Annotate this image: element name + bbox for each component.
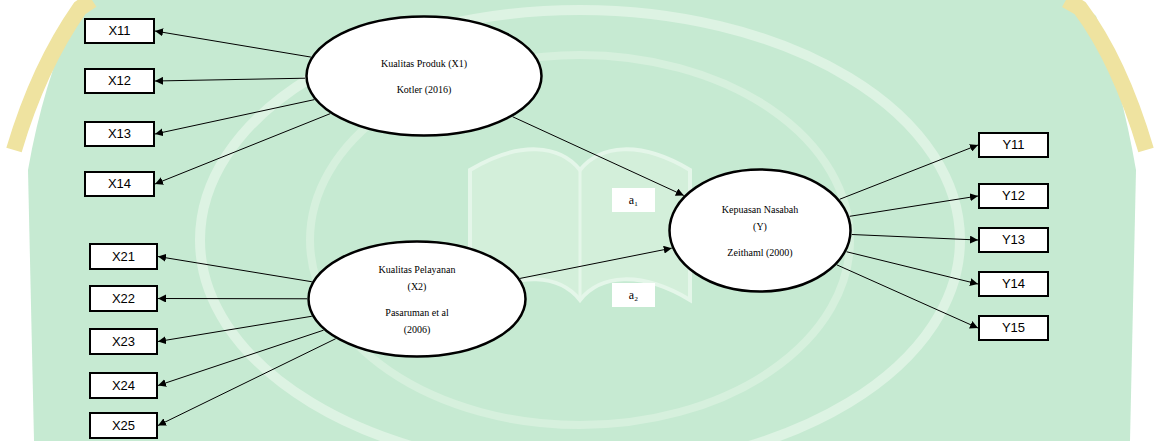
- construct-name: Kualitas Produk (X1): [349, 55, 499, 72]
- indicator-label: X13: [108, 126, 131, 142]
- indicator-box: X25: [89, 412, 158, 439]
- watermark-shield: [28, 0, 1136, 441]
- indicator-box: X11: [84, 18, 155, 44]
- construct-ellipse: Kepuasan Nasabah (Y) Zeithaml (2000): [668, 168, 852, 293]
- construct-ellipse: Kualitas Produk (X1) Kotler (2016): [305, 15, 543, 137]
- indicator-box: Y13: [978, 227, 1049, 253]
- path-arrow: [840, 145, 978, 199]
- watermark-band: [14, 0, 92, 150]
- path-arrow: [850, 196, 978, 216]
- watermark-wreath: [200, 10, 960, 441]
- indicator-box: X24: [89, 372, 158, 399]
- path-arrow: [847, 252, 978, 284]
- construct-source: Zeithaml (2000): [718, 244, 802, 261]
- construct-source: Pasaruman et al (2006): [375, 304, 459, 338]
- indicator-label: Y14: [1002, 276, 1025, 292]
- indicator-label: X24: [112, 378, 135, 394]
- path-arrow: [513, 117, 684, 196]
- indicator-label: X22: [112, 291, 135, 307]
- path-arrow: [852, 235, 978, 240]
- watermark-book: [579, 170, 582, 300]
- indicator-label: X25: [112, 418, 135, 434]
- indicator-box: X13: [84, 121, 155, 147]
- ellipse-outline: [305, 15, 543, 137]
- indicator-box: X21: [89, 243, 158, 270]
- path-arrow: [155, 114, 330, 184]
- ellipse-outline: [307, 240, 527, 358]
- path-arrow: [155, 100, 314, 134]
- ellipse-shape: [309, 242, 526, 357]
- path-arrow: [837, 265, 978, 328]
- path-arrow: [158, 257, 312, 282]
- watermark-band: [1066, 0, 1146, 150]
- ellipse-shape: [307, 17, 542, 136]
- path-arrow: [155, 78, 305, 81]
- path-arrow: [158, 339, 336, 426]
- path-arrow: [158, 316, 312, 341]
- path-arrow: [520, 248, 672, 278]
- path-coefficient: a₂: [612, 283, 655, 307]
- indicator-box: X14: [84, 171, 155, 197]
- construct-name: Kualitas Pelayanan (X2): [375, 261, 459, 295]
- indicator-box: Y14: [978, 271, 1049, 297]
- path-arrow: [158, 330, 324, 385]
- indicator-box: Y12: [978, 183, 1049, 209]
- indicator-label: Y12: [1002, 188, 1025, 204]
- indicator-box: Y15: [978, 315, 1049, 341]
- connector-group: [155, 31, 978, 426]
- construct-name: Kepuasan Nasabah (Y): [718, 201, 802, 235]
- path-coefficient: a₁: [612, 188, 655, 212]
- indicator-label: X21: [112, 249, 135, 265]
- indicator-label: X14: [108, 176, 131, 192]
- path-arrow: [158, 298, 307, 299]
- indicator-label: X12: [108, 73, 131, 89]
- indicator-box: X23: [89, 328, 158, 355]
- indicator-label: Y15: [1002, 320, 1025, 336]
- indicator-box: X22: [89, 285, 158, 312]
- construct-source: Kotler (2016): [349, 81, 499, 98]
- indicator-box: X12: [84, 68, 155, 94]
- ellipse-shape: [670, 170, 851, 292]
- indicator-label: Y11: [1002, 137, 1024, 153]
- indicator-label: Y13: [1002, 232, 1025, 248]
- indicator-label: X23: [112, 334, 135, 350]
- construct-ellipse: Kualitas Pelayanan (X2) Pasaruman et al (…: [307, 240, 527, 358]
- indicator-label: X11: [108, 23, 130, 39]
- path-arrow: [155, 31, 311, 57]
- indicator-box: Y11: [978, 132, 1049, 158]
